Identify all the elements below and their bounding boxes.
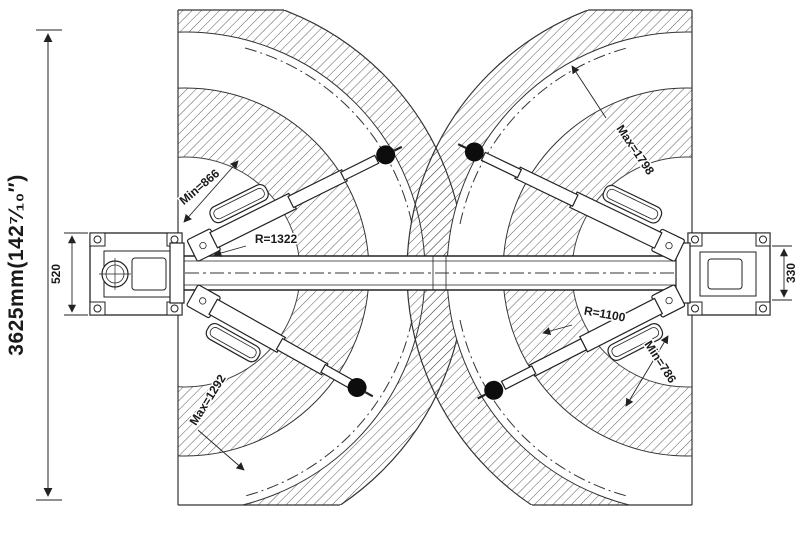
lift-pad-bottom-right (484, 380, 504, 400)
bolt-hole (93, 235, 102, 244)
crossbeam (160, 255, 712, 291)
swing-arm-bottom-left (186, 284, 374, 398)
pad-path-arc-right-bottom (459, 319, 628, 497)
right-post-dimension (772, 245, 792, 301)
carriage-left (169, 242, 185, 304)
arm-pivot-pin (199, 297, 207, 305)
lift-pad-top-left (376, 145, 396, 165)
r-left-leader (213, 245, 247, 257)
r-right-leader (542, 324, 573, 335)
bolt-hole (93, 304, 102, 313)
bolt-hole (170, 235, 179, 244)
bolt-hole (759, 304, 767, 313)
right-post-width-label: 330 (784, 263, 798, 283)
left-post-dimension (64, 232, 88, 316)
bolt-hole (691, 235, 699, 244)
r-left-label: R=1322 (255, 232, 298, 246)
swing-arm-top-right (457, 142, 685, 262)
overall-width-dimension (36, 29, 62, 501)
overall-width-label: 3625mm(142⁷⁄₁₀″) (5, 174, 28, 355)
post-left (89, 232, 185, 316)
pad-path-arc-left-top (244, 47, 413, 225)
bolt-hole (691, 304, 699, 313)
pad-path-arc-left-bottom (244, 319, 413, 497)
bolt-hole (170, 304, 179, 313)
min-right-leader (625, 335, 669, 407)
pad-path-arc-right-top (459, 47, 628, 225)
carriage-right-block (707, 258, 743, 290)
max-left-leader (197, 429, 245, 471)
arm-pivot-pin (665, 242, 673, 250)
post-right (675, 232, 771, 316)
left-post-width-label: 520 (49, 264, 63, 284)
min-left-leader (183, 160, 239, 223)
max-right-leader (571, 65, 607, 119)
bolt-hole (759, 235, 767, 244)
lift-pad-bottom-left (347, 378, 367, 398)
carriage-left-block (131, 257, 167, 291)
lift-pad-top-right (464, 142, 484, 162)
arm-pivot-pin (199, 241, 207, 250)
arm-pivot-pin (665, 296, 673, 305)
